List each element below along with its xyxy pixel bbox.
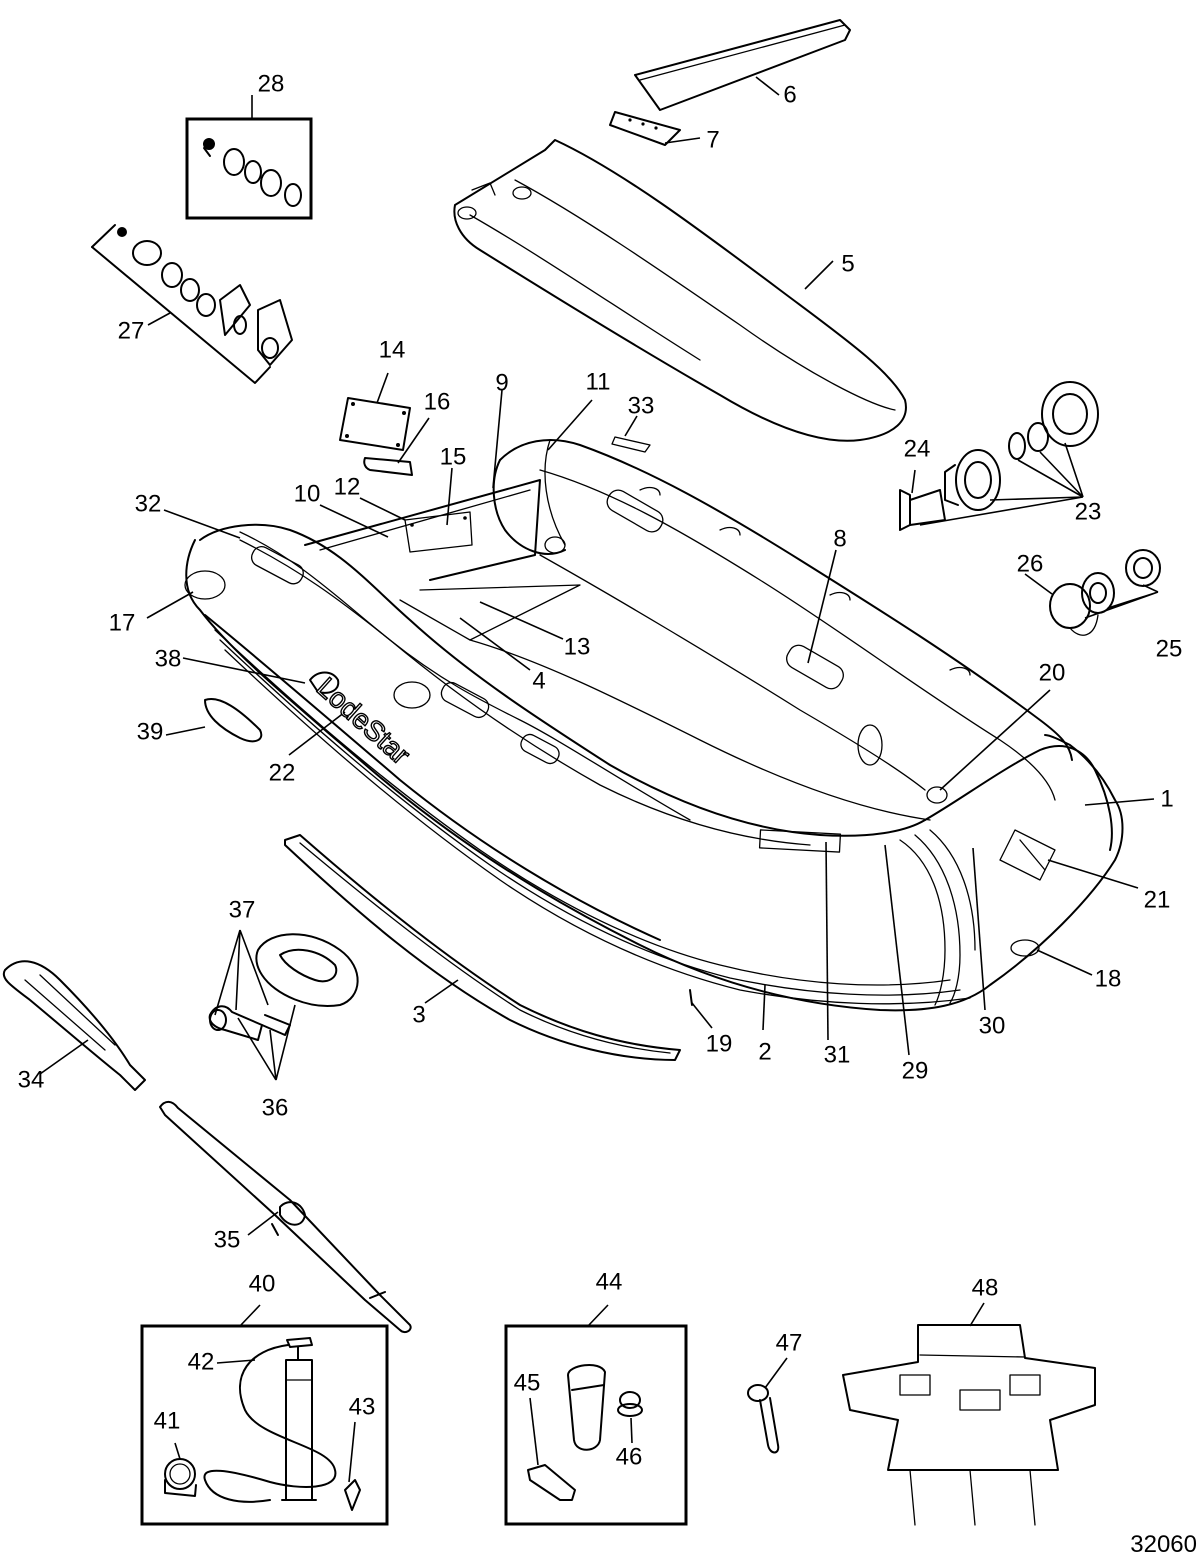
part-label-18: 18 <box>1095 965 1122 992</box>
reference-number: 32060 <box>1130 1531 1197 1558</box>
part-label-8: 8 <box>833 525 846 552</box>
part-label-21: 21 <box>1144 886 1171 913</box>
part-label-16: 16 <box>424 388 451 415</box>
part-label-20: 20 <box>1039 659 1066 686</box>
valve-cap-assembly <box>1049 549 1161 636</box>
valve-kit <box>91 224 293 384</box>
part-label-40: 40 <box>249 1270 276 1297</box>
leader-lines <box>39 76 1159 1483</box>
part-label-38: 38 <box>155 645 182 672</box>
part-label-28: 28 <box>258 70 285 97</box>
part-label-12: 12 <box>334 473 361 500</box>
pump-kit <box>140 1324 389 1526</box>
repair-kit <box>504 1324 688 1526</box>
transom-plate <box>339 397 411 451</box>
bench-seat <box>453 139 907 442</box>
part-label-19: 19 <box>706 1030 733 1057</box>
part-label-48: 48 <box>972 1274 999 1301</box>
oar-shaft <box>159 1100 412 1334</box>
keel-guard-strip <box>284 834 681 1061</box>
part-label-34: 34 <box>18 1066 45 1093</box>
part-label-47: 47 <box>776 1329 803 1356</box>
part-label-10: 10 <box>294 480 321 507</box>
part-label-31: 31 <box>824 1041 851 1068</box>
part-label-32: 32 <box>135 490 162 517</box>
part-label-46: 46 <box>616 1443 643 1470</box>
part-label-13: 13 <box>564 633 591 660</box>
part-label-37: 37 <box>229 896 256 923</box>
part-label-41: 41 <box>154 1407 181 1434</box>
seat-cover <box>634 19 851 111</box>
seat-strip <box>609 111 681 146</box>
part-label-4: 4 <box>532 667 545 694</box>
part-label-27: 27 <box>118 317 145 344</box>
boat-hull <box>184 439 1124 1012</box>
tag <box>611 436 651 453</box>
part-label-35: 35 <box>214 1226 241 1253</box>
o-ring-kit <box>185 117 313 220</box>
part-label-22: 22 <box>269 759 296 786</box>
part-label-45: 45 <box>514 1369 541 1396</box>
part-label-39: 39 <box>137 718 164 745</box>
part-label-2: 2 <box>758 1038 771 1065</box>
part-label-25: 25 <box>1156 635 1183 662</box>
part-label-24: 24 <box>904 435 931 462</box>
boat-cover <box>842 1324 1096 1526</box>
motor-mount-plate <box>404 511 473 553</box>
part-label-5: 5 <box>841 250 854 277</box>
part-label-44: 44 <box>596 1268 623 1295</box>
part-label-14: 14 <box>379 336 406 363</box>
part-label-26: 26 <box>1017 550 1044 577</box>
part-label-3: 3 <box>412 1001 425 1028</box>
part-label-42: 42 <box>188 1348 215 1375</box>
part-label-23: 23 <box>1075 498 1102 525</box>
part-label-1: 1 <box>1160 785 1173 812</box>
part-label-30: 30 <box>979 1012 1006 1039</box>
drain-plug-cover <box>204 698 263 743</box>
part-label-7: 7 <box>706 126 719 153</box>
transom-pad <box>363 457 413 476</box>
part-label-43: 43 <box>349 1393 376 1420</box>
part-label-29: 29 <box>902 1057 929 1084</box>
part-label-17: 17 <box>109 609 136 636</box>
brand-decal: LodeStar <box>311 671 416 770</box>
oar-lock <box>208 933 359 1041</box>
valve-adapter <box>747 1384 780 1454</box>
inflation-valve-assembly <box>899 381 1099 531</box>
part-label-33: 33 <box>628 392 655 419</box>
oar-blade <box>2 960 146 1091</box>
part-label-9: 9 <box>495 369 508 396</box>
part-label-15: 15 <box>440 443 467 470</box>
part-number-labels: 1234567891011121314151617181920212223242… <box>18 70 1183 1470</box>
part-label-36: 36 <box>262 1094 289 1121</box>
part-label-6: 6 <box>783 81 796 108</box>
part-label-11: 11 <box>586 368 611 395</box>
